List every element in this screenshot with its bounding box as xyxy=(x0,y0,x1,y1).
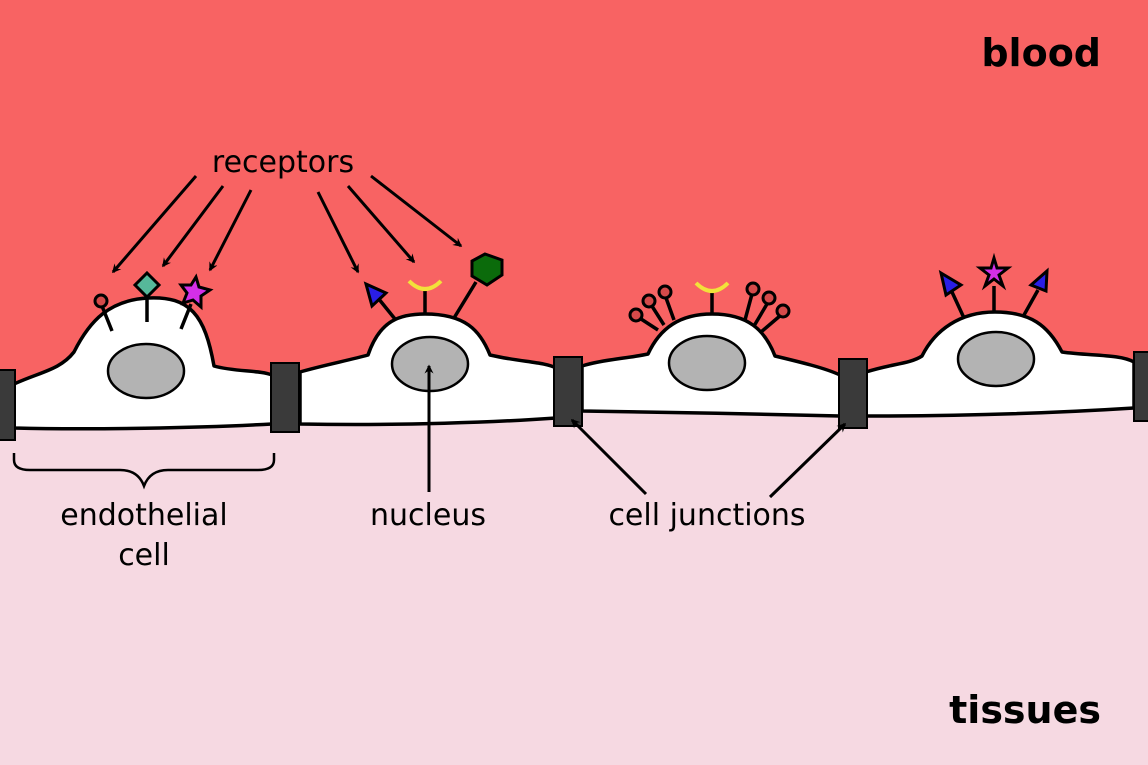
junction-arrow xyxy=(768,422,847,499)
receptor-stalk xyxy=(100,305,114,332)
circle-receptor-icon xyxy=(745,281,761,297)
junction-arrow xyxy=(570,418,648,496)
pentagon-receptor-icon xyxy=(470,252,504,287)
receptor-arrows xyxy=(111,174,463,274)
circle-receptor-icon xyxy=(641,293,657,309)
star-receptor-icon xyxy=(975,252,1013,291)
endothelial-cell-4 xyxy=(864,252,1136,418)
triangle-receptor-icon xyxy=(938,269,964,298)
cell-junction xyxy=(838,358,868,429)
receptor-arrow xyxy=(208,189,253,272)
receptor-stalk xyxy=(950,291,966,319)
nucleus xyxy=(106,342,186,400)
cup-receptor-icon xyxy=(407,279,443,291)
cell-junction xyxy=(0,369,16,441)
receptor-arrow xyxy=(316,191,360,274)
cell-junction xyxy=(270,362,300,433)
receptor-stalk xyxy=(752,303,769,327)
circle-receptor-icon xyxy=(628,307,644,323)
triangle-receptor-icon xyxy=(363,281,389,309)
blood-region xyxy=(0,0,1148,420)
receptor-arrow xyxy=(346,185,416,264)
diamond-receptor-icon xyxy=(132,270,162,300)
endothelial-cell-1 xyxy=(12,270,274,431)
receptor-stalk xyxy=(1022,289,1040,316)
circle-receptor-icon xyxy=(761,290,777,306)
endothelial-cell-3 xyxy=(580,281,842,418)
receptor-stalk xyxy=(376,296,397,321)
circle-receptor-icon xyxy=(93,293,109,309)
nucleus xyxy=(956,330,1036,388)
endothelial-cell-label-line2: cell xyxy=(118,538,170,573)
endothelial-cell-brace xyxy=(12,453,276,490)
circle-receptor-icon xyxy=(657,284,673,300)
receptor-stalk xyxy=(759,313,783,334)
triangle-receptor-icon xyxy=(1028,267,1049,294)
star-receptor-icon xyxy=(178,273,214,311)
cell-junctions-label: cell junctions xyxy=(608,498,805,533)
tissues-label: tissues xyxy=(949,688,1101,732)
nucleus xyxy=(667,334,747,392)
receptor-stalk xyxy=(452,281,478,319)
receptors-label: receptors xyxy=(212,145,354,180)
endothelial-cell-label-line1: endothelial xyxy=(60,498,228,533)
nucleus-label: nucleus xyxy=(370,498,486,533)
receptor-arrow xyxy=(161,185,225,268)
receptor-stalk xyxy=(743,293,754,321)
cup-receptor-icon xyxy=(694,281,730,293)
cell-junction xyxy=(1133,351,1148,422)
receptor-arrow xyxy=(370,174,463,248)
circle-receptor-icon xyxy=(775,303,791,319)
receptor-stalk xyxy=(179,303,193,330)
receptor-arrow xyxy=(111,175,198,274)
blood-label: blood xyxy=(981,31,1101,75)
cell-junction xyxy=(553,356,583,427)
